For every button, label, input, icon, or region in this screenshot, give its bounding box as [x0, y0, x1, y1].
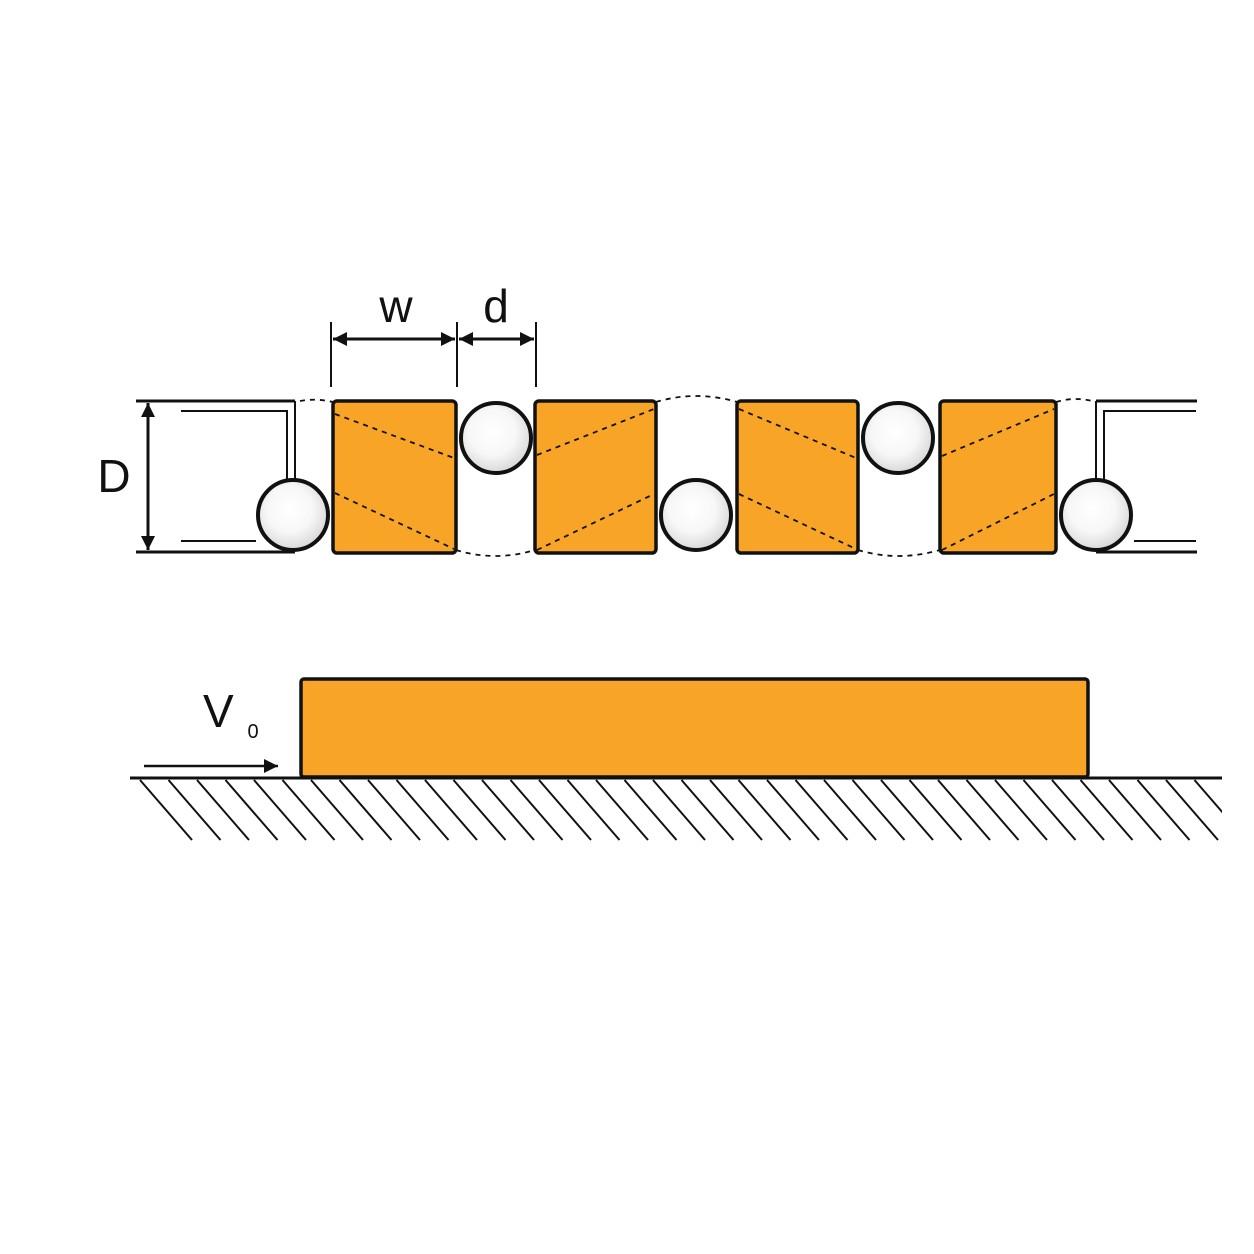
hatch-line: [766, 779, 820, 841]
hatch-line: [395, 779, 450, 841]
ball-5: [1059, 478, 1133, 552]
hatch-line: [937, 779, 991, 841]
hatch-line: [908, 779, 963, 841]
hatch-line: [338, 779, 393, 841]
hatch-line: [1108, 779, 1162, 841]
hatch-line: [367, 779, 421, 841]
ball-2: [459, 401, 533, 475]
sliding-block: [299, 677, 1090, 779]
velocity-arrow: V 0: [144, 685, 278, 773]
hatch-line: [509, 779, 564, 841]
hatch-line: [1193, 779, 1222, 814]
height-label: D: [97, 450, 130, 502]
dimension-width-gap: w d: [330, 280, 537, 387]
hatch-line: [253, 779, 307, 841]
left-bracket: [181, 401, 296, 542]
hatch-line: [566, 779, 621, 841]
hatch-line: [652, 779, 706, 841]
hatch-line: [310, 779, 364, 841]
hatch-line: [424, 779, 478, 841]
chain-assembly: D w d: [97, 280, 1197, 557]
hatch-line: [880, 779, 934, 841]
hatch-line: [709, 779, 763, 841]
ball-3: [659, 478, 733, 552]
velocity-main: V: [203, 685, 234, 737]
ball-4: [861, 401, 935, 475]
hatch-line: [139, 779, 193, 841]
block-4: [938, 399, 1058, 555]
block-1: [331, 399, 458, 555]
hatch-line: [965, 779, 1020, 841]
ball-1: [256, 478, 330, 552]
hatch-line: [538, 779, 592, 841]
block-3: [735, 399, 860, 555]
hatch-line: [481, 779, 535, 841]
hatch-line: [281, 779, 336, 841]
hatch-line: [1165, 779, 1219, 841]
hatch-line: [737, 779, 792, 841]
dashed-curves: [299, 395, 1097, 557]
balls: [256, 401, 1133, 552]
hatch-line: [623, 779, 678, 841]
hatch-line: [196, 779, 250, 841]
sliding-assembly: V 0: [130, 677, 1254, 841]
hatch-line: [851, 779, 906, 841]
hatch-line: [680, 779, 735, 841]
hatch-line: [1022, 779, 1077, 841]
hatch-line: [1079, 779, 1134, 841]
right-bracket: [1095, 401, 1196, 542]
hatch-line: [794, 779, 849, 841]
hatch-line: [823, 779, 877, 841]
hatch-line: [994, 779, 1048, 841]
dimension-height: D: [97, 403, 155, 550]
hatch-line: [1223, 780, 1254, 840]
hatch-line: [1136, 779, 1191, 841]
hatch-line: [595, 779, 649, 841]
hatch-line: [452, 779, 507, 841]
plates: [136, 399, 1197, 554]
hatch-line: [224, 779, 279, 841]
width-label: w: [378, 280, 413, 332]
block-2: [533, 399, 658, 555]
velocity-subscript: 0: [247, 721, 258, 743]
gap-label: d: [483, 280, 509, 332]
velocity-label: V 0: [203, 685, 259, 743]
hatch-line: [167, 779, 222, 841]
ground-hatching: [139, 779, 1254, 841]
hatch-line: [1051, 779, 1105, 841]
